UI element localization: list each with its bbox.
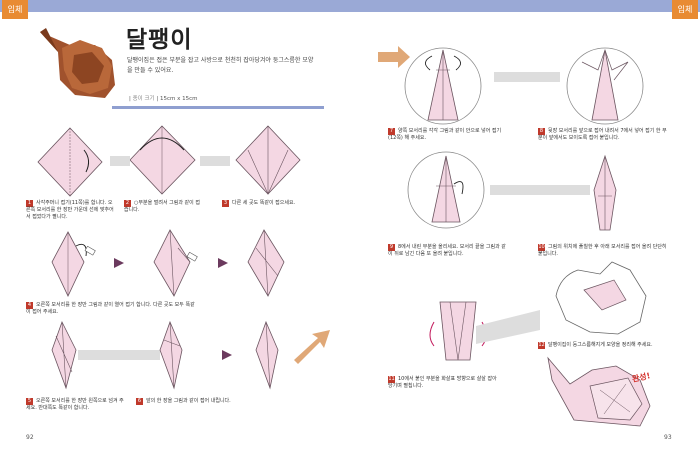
step-10-text: 그림의 위치에 풀칠한 후 아래 모서리를 접어 올려 단단히 붙입니다. [538,244,667,257]
completed-snail-diagram [547,356,651,427]
intro-text: 달팽이집은 접은 부분을 잡고 사방으로 천천히 잡아당겨야 둥그스름한 모양을… [127,57,314,74]
paper-size-value: 15cm x 15cm [159,96,198,102]
step-6-diagram [159,320,183,390]
arrow-right-icon [114,258,124,268]
section-tag-right: 입체 [672,0,698,19]
step-5-text: 오른쪽 모서리를 한 장만 왼쪽으로 넘겨 주세요. 반대쪽도 똑같이 합니다. [26,398,124,411]
step-9-text: 8에서 내린 부분을 올리세요. 모서리 끝을 그림과 같이 뒤로 남긴 다음 … [388,244,506,257]
step-8-text: 뒷장 모서리를 앞으로 접어 내려서 7에서 넣어 접기 한 부분이 앞에서도 … [538,128,667,141]
step-badge: 6 [136,398,143,405]
step-badge: 12 [538,342,545,349]
step-12-hands-diagram [555,261,647,335]
step-5-diagram [51,320,77,390]
step-1-text: 사각주머니 접기(11쪽)를 합니다. 오른쪽 모서리를 한 장만 가운데 선에… [26,200,114,220]
step-badge: 7 [388,128,395,135]
step-3-diagram [235,125,301,195]
step-4c-diagram [247,229,285,297]
step-11-diagram [429,301,487,361]
step-2-diagram [129,125,196,195]
step-7-text: 양쪽 모서리를 각각 그림과 같이 안으로 넣어 접기(12쪽) 해 주세요. [388,128,502,141]
step-7-diagram [404,47,482,125]
step-badge: 4 [26,302,33,309]
step-badge: 8 [538,128,545,135]
step-1-diagram [37,127,103,197]
step-badge: 10 [538,244,545,251]
section-tag-left: 입체 [2,0,28,19]
step-4b-diagram [153,229,198,297]
top-color-band [0,0,700,12]
step-11-text: 10에서 붙인 부분을 화살표 방향으로 살살 잡아당기며 펼칩니다. [388,376,497,389]
step-badge: 1 [26,200,33,207]
step-9-diagram [407,151,485,229]
title-divider [112,106,324,109]
step-8-diagram [566,47,644,125]
step-badge: 9 [388,244,395,251]
page-number-right: 93 [664,434,672,441]
continue-arrow-icon [378,46,410,68]
arrow-right-icon [218,258,228,268]
paper-size-label: 종이 크기 [132,96,155,102]
step-badge: 2 [124,200,131,207]
paper-size: | 종이 크기 | 15cm x 15cm [129,96,198,102]
step-4a-diagram [51,231,96,297]
step-badge: 3 [222,200,229,207]
step-6b-diagram [255,320,279,390]
page-title: 달팽이 [126,27,193,53]
snail-photo [40,28,115,98]
step-4-text: 오른쪽 모서리를 한 장만 그림과 같이 열어 접기 합니다. 다른 곳도 모두… [26,302,195,315]
step-2-text: ○부분을 벌려서 그림과 같이 접습니다. [124,200,200,213]
step-10-diagram [593,154,617,231]
step-badge: 5 [26,398,33,405]
arrow-right-icon [222,350,232,360]
next-page-arrow-icon [294,330,330,364]
step-badge: 11 [388,376,395,383]
page-number-left: 92 [26,434,34,441]
step-2-caption: 2○부분을 벌려서 그림과 같이 접습니다. [124,200,204,214]
step-12-text: 달팽이집이 둥그스름해지게 모양을 정리해 주세요. [548,342,653,348]
step-3-text: 다른 세 곳도 똑같이 접으세요. [232,200,296,206]
step-6-text: 앞의 한 장을 그림과 같이 접어 내립니다. [146,398,231,404]
